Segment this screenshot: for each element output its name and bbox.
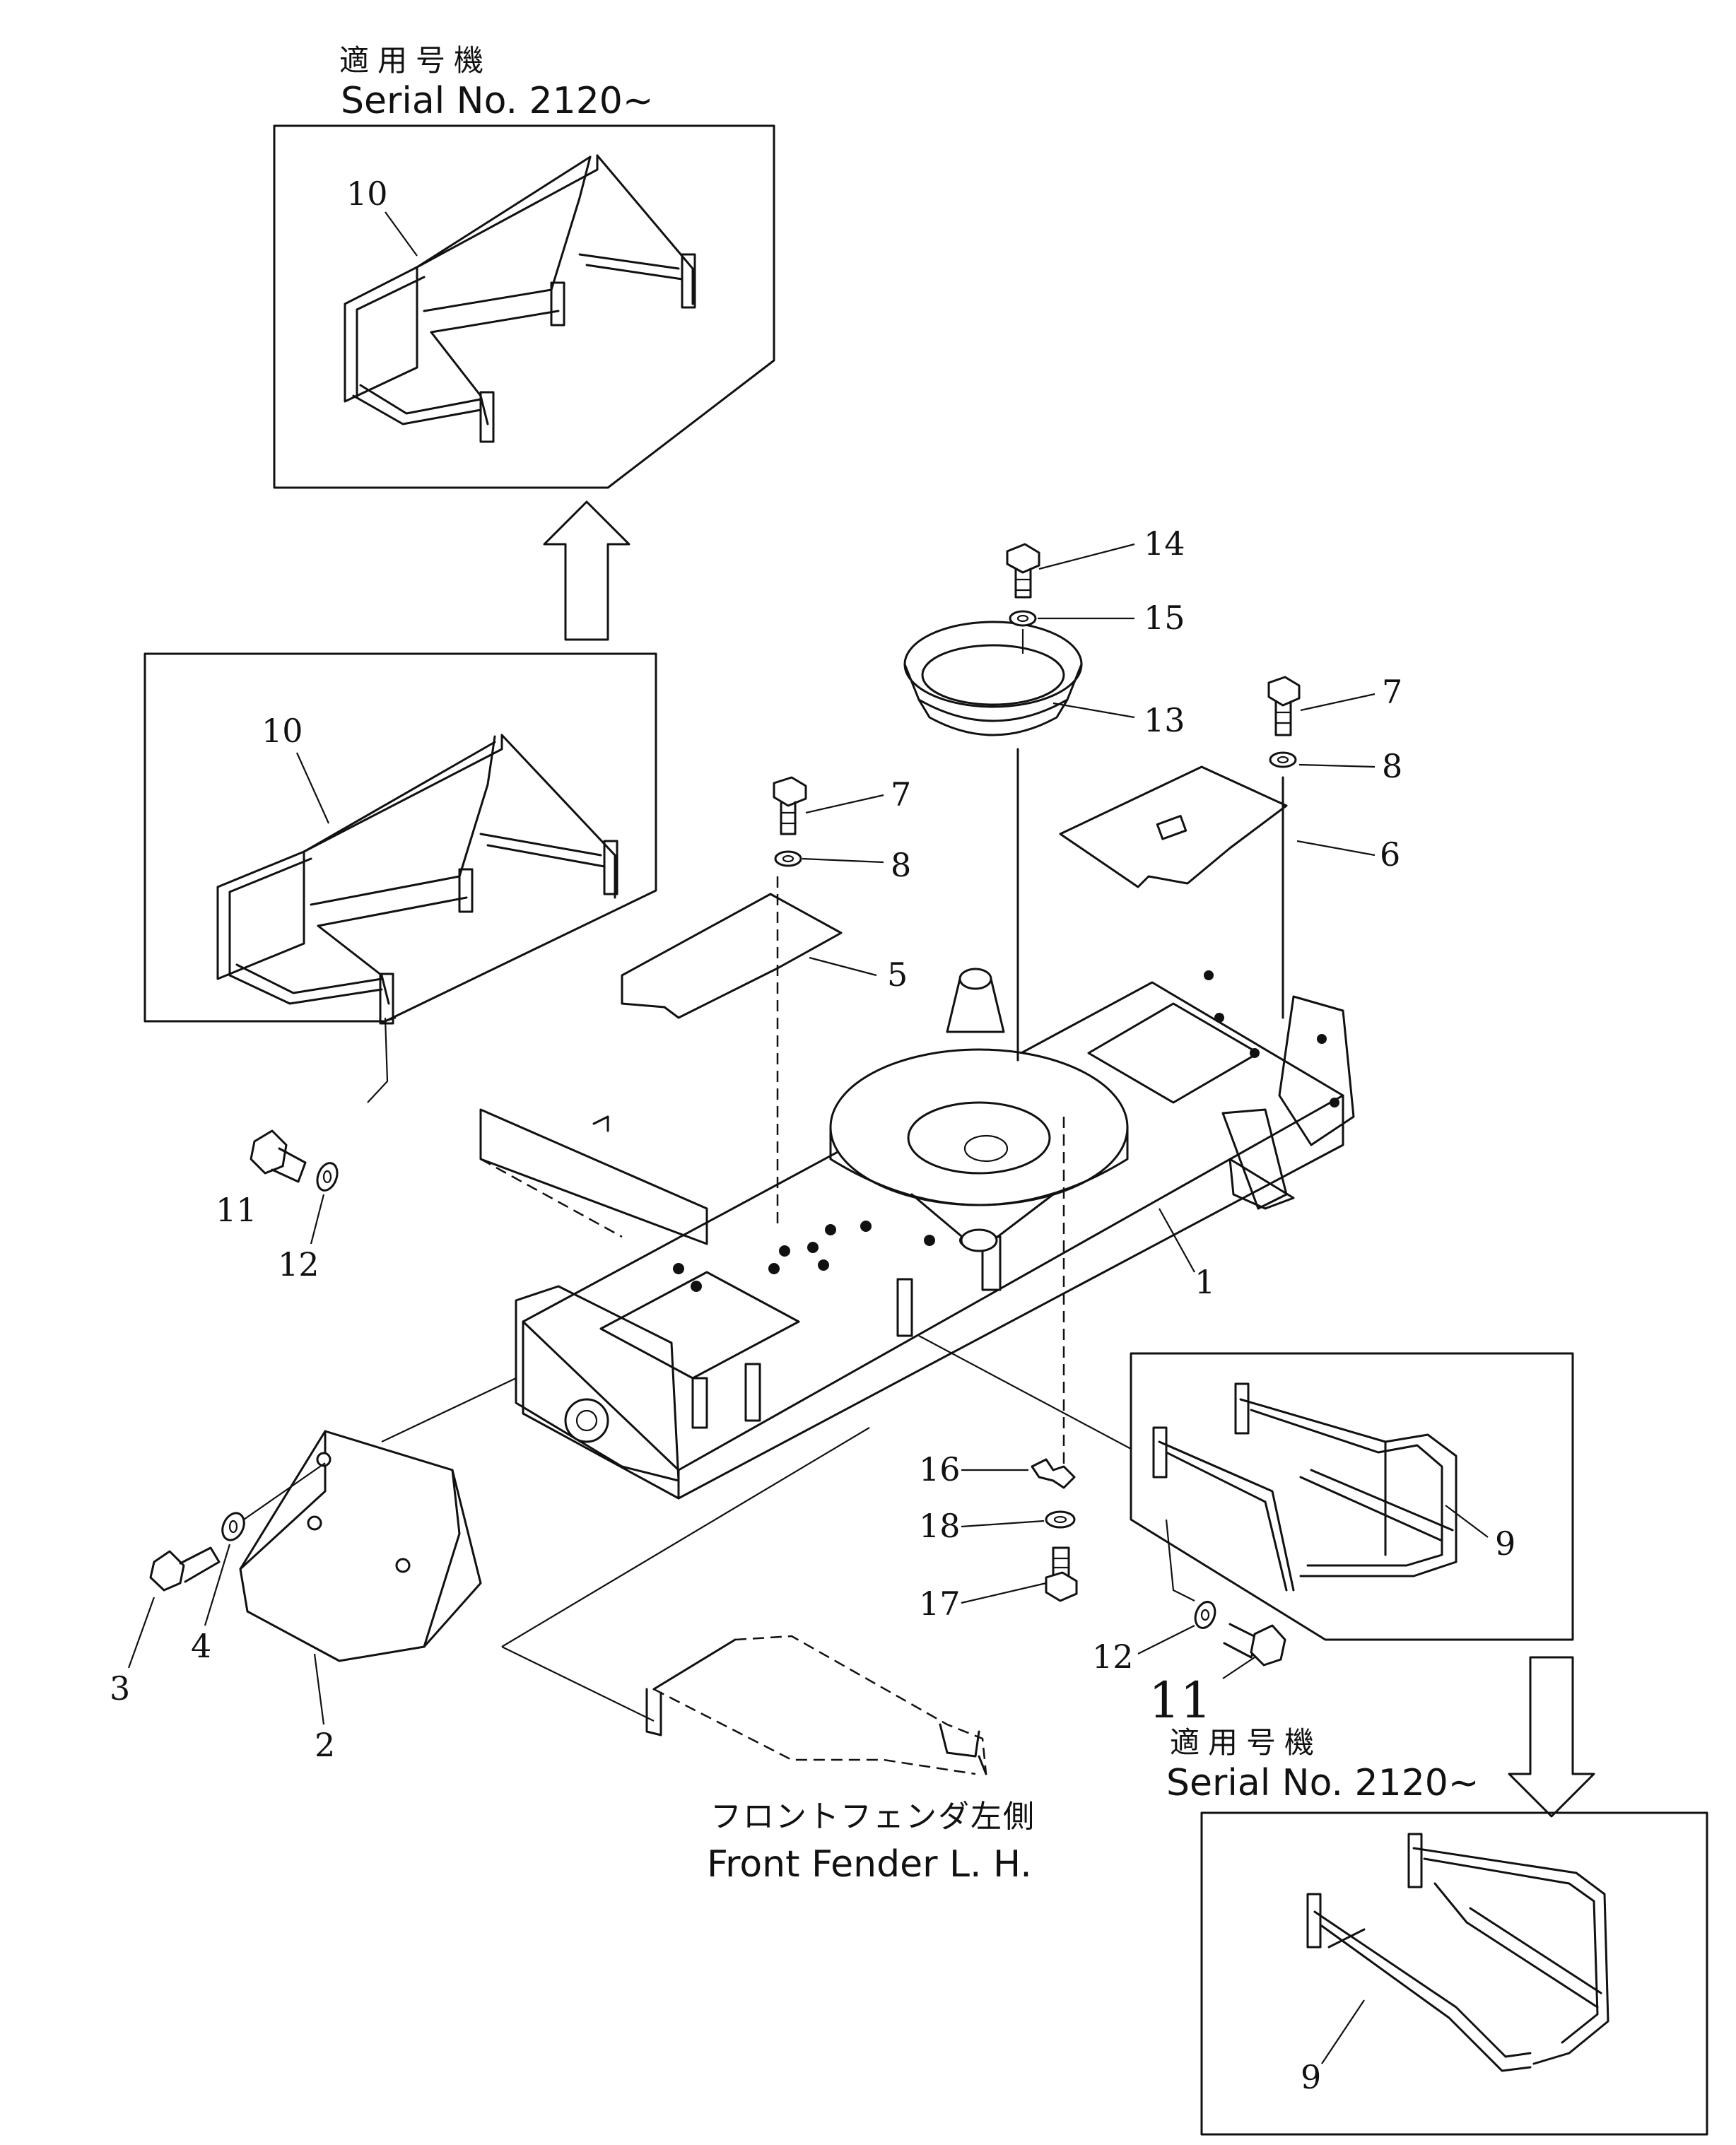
front-fender-jp-label: フロントフェンダ左側 — [710, 1799, 1036, 1835]
leader-frame-to-9 — [918, 1335, 1132, 1450]
callout-4: 4 — [191, 1627, 211, 1665]
inset-box-right — [1130, 1352, 1574, 1641]
callout-13: 13 — [1144, 701, 1185, 739]
arrow-up-icon — [543, 500, 631, 641]
bolt-11-left — [250, 1129, 339, 1192]
leader-1 — [1159, 1208, 1195, 1273]
callout-9-right: 9 — [1495, 1524, 1515, 1563]
callout-10-left: 10 — [262, 712, 303, 750]
leader-bracket-11-right — [1165, 1519, 1195, 1602]
bolt-17 — [1045, 1546, 1078, 1602]
leader-10-top — [385, 211, 418, 257]
leader-6 — [1296, 840, 1376, 857]
front-fender-lh: フロントフェンダ左側 Front Fender L. H. — [501, 1427, 1036, 1886]
guard-rail-frame-top — [344, 154, 696, 443]
leader-13 — [1052, 702, 1135, 719]
callout-11-right: 11 — [1149, 1671, 1212, 1729]
callout-16: 16 — [919, 1450, 961, 1488]
callout-17: 17 — [919, 1585, 961, 1623]
swing-circle — [829, 968, 1129, 1252]
callout-5: 5 — [887, 956, 908, 994]
callout-12-right: 12 — [1092, 1638, 1134, 1676]
cover-plate-5 — [621, 876, 843, 1230]
callout-1: 1 — [1195, 1263, 1215, 1301]
inset-guard-9-right: 9 — [1130, 1352, 1574, 1641]
inset-guard-rail-left: 10 — [143, 652, 657, 1103]
leader-8-right — [1298, 763, 1376, 768]
inset-box-left — [143, 652, 657, 1023]
washer-12-right — [1194, 1601, 1216, 1629]
callout-7-left: 7 — [891, 775, 911, 813]
callout-11-left: 11 — [216, 1191, 257, 1229]
guard-9-frame-bottom — [1306, 1833, 1609, 2072]
callout-18: 18 — [919, 1507, 961, 1545]
front-fender-en-label: Front Fender L. H. — [707, 1843, 1032, 1886]
guard-9-frame — [1152, 1382, 1458, 1592]
leader-11-right — [1222, 1657, 1255, 1679]
cover-plate-6 — [1059, 765, 1288, 888]
leader-14 — [1038, 543, 1135, 570]
callout-10-top: 10 — [346, 175, 388, 213]
dust-seal-13 — [903, 621, 1083, 1062]
serial-number-label: Serial No. 2120~ — [341, 80, 653, 122]
washer-18-hole — [1053, 1515, 1067, 1524]
applicable-serial-jp-label: 適用号機 — [339, 43, 492, 78]
serial-number-label-right: Serial No. 2120~ — [1166, 1762, 1479, 1804]
inset-box-top — [273, 124, 775, 489]
leader-4 — [204, 1544, 231, 1626]
callout-15: 15 — [1144, 599, 1185, 637]
frame-side-beam — [479, 1108, 708, 1245]
bolt-14 — [1006, 543, 1040, 654]
callout-12-left: 12 — [278, 1245, 319, 1283]
guard-rail-frame-left — [216, 734, 618, 1025]
leader-fender-lh — [501, 1427, 870, 1647]
clamp-16 — [1031, 1458, 1076, 1489]
callout-14: 14 — [1144, 524, 1185, 563]
inset-guard-rail-top: 適用号機 Serial No. 2120~ 10 — [273, 43, 775, 489]
leader-5 — [809, 956, 877, 977]
leader-9-bottom — [1321, 1999, 1365, 2064]
leader-12-right — [1137, 1625, 1195, 1655]
inset-box-bottom — [1200, 1811, 1708, 2136]
callout-8-right: 8 — [1382, 747, 1402, 785]
leader-12-left — [310, 1194, 325, 1245]
leader-8-left — [802, 857, 884, 864]
leader-10-left — [295, 752, 330, 824]
washer-12-right-hole — [1200, 1609, 1210, 1621]
bolt-11-right — [1223, 1623, 1286, 1667]
bolt-7-right — [1267, 676, 1301, 1019]
callout-9-bottom: 9 — [1301, 2058, 1321, 2096]
bolt-3 — [149, 1462, 326, 1592]
leader-2 — [313, 1653, 325, 1725]
bolt-7-left — [773, 776, 807, 867]
callout-2: 2 — [315, 1726, 335, 1764]
fender-part-2 — [239, 1430, 482, 1662]
washer-18 — [1045, 1510, 1076, 1529]
leader-bracket-11 — [367, 1016, 397, 1103]
main-frame — [515, 970, 1355, 1500]
leader-7-left — [805, 794, 884, 814]
leader-3 — [127, 1597, 156, 1669]
applicable-serial-jp-label-right: 適用号機 — [1170, 1725, 1322, 1760]
callout-8-left: 8 — [891, 846, 911, 884]
leader-fender-frame — [381, 1377, 517, 1442]
callout-6: 6 — [1380, 835, 1400, 874]
leader-17 — [961, 1582, 1047, 1604]
leader-18 — [961, 1520, 1045, 1528]
leader-7-right — [1300, 693, 1376, 712]
arrow-down-icon — [1508, 1656, 1595, 1818]
callout-7-right: 7 — [1382, 673, 1402, 711]
callout-3: 3 — [110, 1669, 130, 1708]
inset-guard-9-bottom: 9 — [1200, 1811, 1708, 2136]
leader-9-right — [1445, 1505, 1489, 1538]
